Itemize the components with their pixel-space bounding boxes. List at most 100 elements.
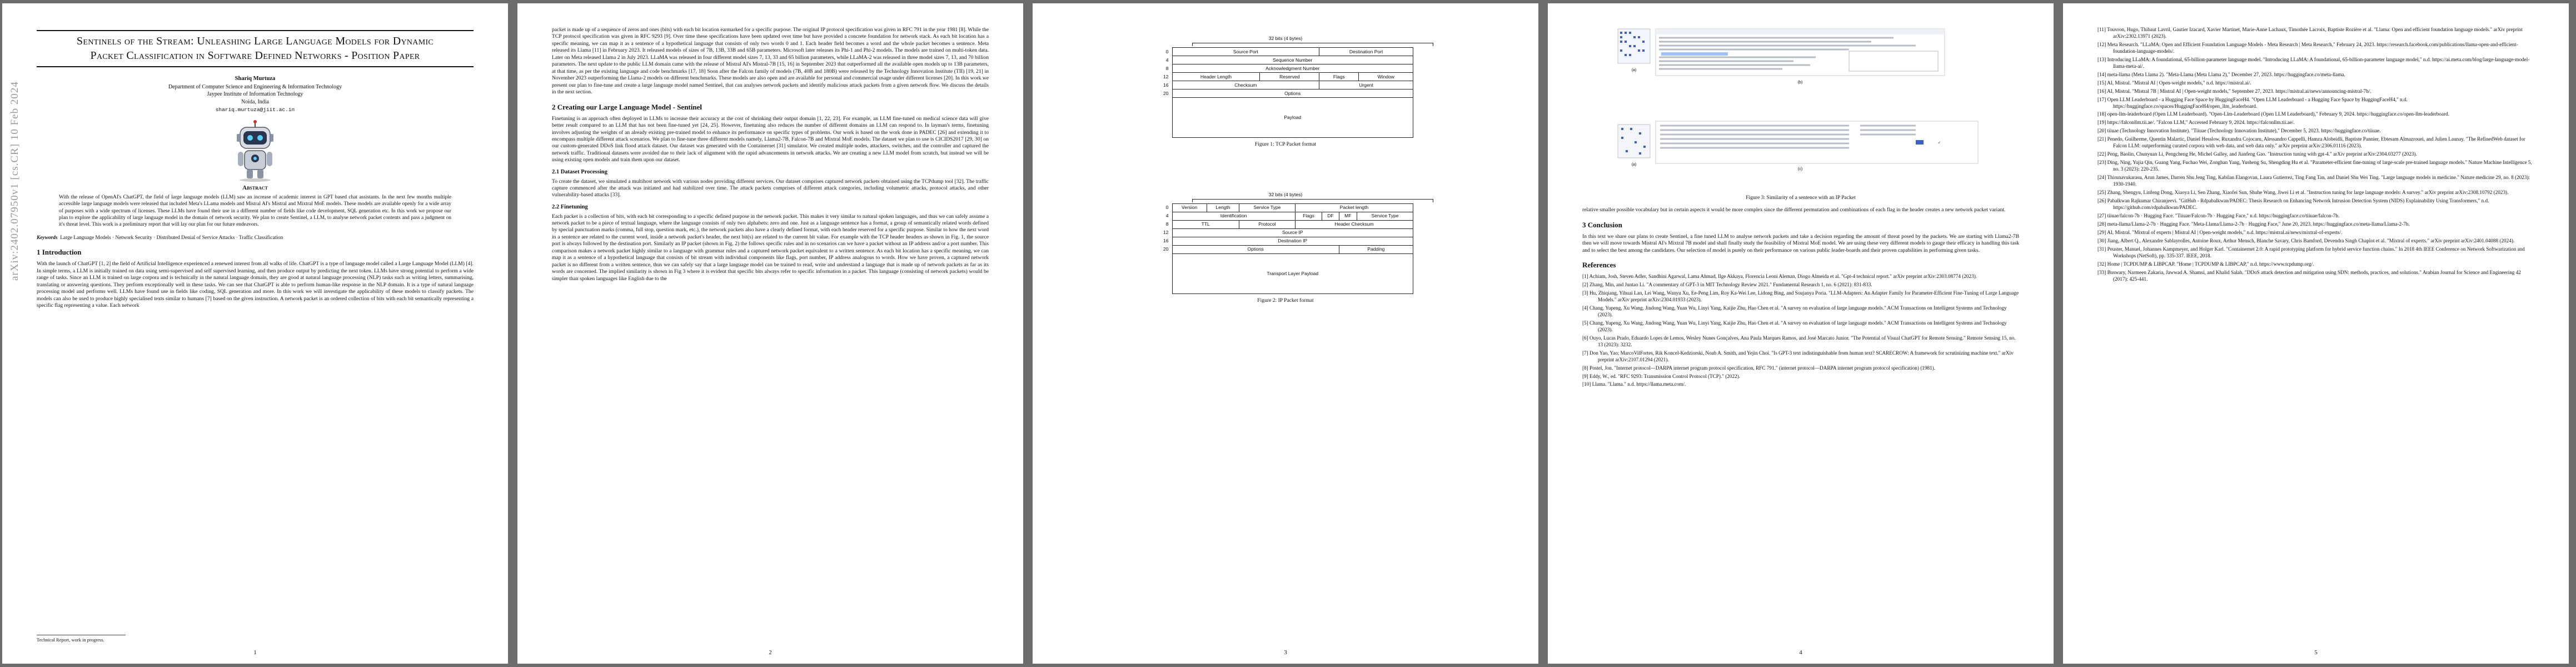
svg-text:(a): (a): [1632, 163, 1637, 167]
subsection-2-2-heading: 2.2 Finetuning: [552, 203, 588, 210]
reference-item: [17] Open LLM Leaderboard - a Hugging Fa…: [2097, 96, 2408, 109]
ip-transport-payload: Transport Layer Payload: [1172, 253, 1413, 294]
references-list-1: [1] Achiam, Josh, Steven Adler, Sandhini…: [1582, 273, 2019, 388]
figure-1-caption: Figure 1: TCP Packet format: [1254, 141, 1317, 148]
row-offset: 20: [1163, 90, 1169, 96]
references-heading: References: [1582, 261, 1616, 270]
reference-item: [25] Zhang, Shengyu, Linfeng Dong, Xiaoy…: [2097, 190, 2509, 196]
reference-item: [8] Postel, Jon. "Internet protocol—DARP…: [1582, 365, 1936, 371]
reference-item: [3] Hu, Zhiqiang, Yihuai Lan, Lei Wang, …: [1582, 290, 2019, 302]
affiliation-inst: Jaypee Institute of Information Technolo…: [207, 91, 303, 98]
reference-item: [10] Llama. "Llama." n.d. https://llama.…: [1582, 381, 1686, 387]
reference-item: [33] Buswary, Narmeen Zakaria, Jawwad A.…: [2097, 269, 2521, 282]
paper-title: Sentinels of the Stream: Unleashing Larg…: [37, 30, 474, 68]
page-1: arXiv:2402.07950v1 [cs.CR] 10 Feb 2024 S…: [2, 3, 508, 664]
reference-item: [20] tiiuae (Technology Innovation Insti…: [2097, 128, 2381, 134]
subsection-2-1-paragraph: To create the dataset, we simulated a mu…: [552, 178, 989, 198]
fig3-label-b: (b): [1798, 81, 1803, 84]
footnote-text: Technical Report, work in progress.: [37, 637, 104, 643]
keywords: Keywords Large Language Models · Network…: [37, 235, 474, 241]
row-offset: 12: [1163, 230, 1169, 236]
ip-service-type: Service Type: [1238, 203, 1296, 212]
reference-item: [14] meta-llama (Meta Llama 2). "Meta-Ll…: [2097, 71, 2345, 77]
ip-version: Version: [1172, 203, 1207, 212]
page-number-3: 3: [1284, 649, 1287, 656]
page-number-5: 5: [2314, 649, 2318, 656]
subsection-2-1-heading: 2.1 Dataset Processing: [552, 168, 607, 175]
fig3-label-a: (a): [1632, 68, 1637, 72]
tcp-header-length: Header Length: [1172, 72, 1260, 82]
reference-item: [29] AI, Mistral. "Mixtral of experts | …: [2097, 229, 2343, 235]
tcp-window: Window: [1358, 72, 1413, 82]
figure-2-caption: Figure 2: IP Packet format: [1257, 297, 1314, 303]
svg-text:↙: ↙: [1938, 141, 1941, 145]
page-5: [11] Touvron, Hugo, Thibaut Lavril, Gaut…: [2063, 3, 2569, 664]
row-offset: 4: [1165, 213, 1169, 219]
subsection-2-2-paragraph: Each packet is a collection of bits, wit…: [552, 213, 989, 282]
references-list-2: [11] Touvron, Hugo, Thibaut Lavril, Gaut…: [2097, 27, 2534, 282]
section-2-paragraph: Finetuning is an approach often deployed…: [552, 115, 989, 163]
abstract-heading: Abstract: [242, 184, 268, 191]
tcp-options: Options: [1172, 89, 1413, 98]
tcp-source-port: Source Port: [1172, 47, 1320, 57]
fig2-scale-arrow: [1192, 198, 1433, 202]
reference-item: [12] Meta Research. "LLaMA: Open and Eff…: [2097, 41, 2518, 54]
reference-item: [2] Zhang, Min, and Juntao Li. "A commen…: [1582, 282, 1872, 288]
robot-illustration: [237, 120, 273, 182]
row-offset: 0: [1165, 205, 1169, 211]
ip-ttl: TTL: [1172, 220, 1239, 229]
ip-options: Options: [1172, 245, 1339, 254]
reference-item: [31] Peuster, Manuel, Johannes Kampmeyer…: [2097, 246, 2525, 258]
reference-item: [32] Home | TCPDUMP & LIBPCAP. "Home | T…: [2097, 261, 2314, 267]
reference-item: [24] Thirunavukarasu, Arun James, Darren…: [2097, 175, 2530, 187]
keywords-text: Large Language Models · Network Security…: [60, 235, 283, 241]
abstract-text: With the release of OpenAI's ChatGPT, th…: [59, 195, 451, 228]
tcp-urgent: Urgent: [1319, 81, 1413, 90]
ip-destination: Destination IP: [1172, 236, 1413, 246]
section-2-heading: 2 Creating our Large Language Model - Se…: [552, 102, 702, 111]
reference-item: [6] Ouyo, Lucas Prado, Eduardo Lopes de …: [1582, 335, 2016, 347]
ip-fragment: Service Type: [1356, 211, 1414, 221]
page-4-top-paragraph: relative smaller possible vocabulary but…: [1582, 207, 2006, 213]
reference-item: [9] Eddy, W., ed. "RFC 9293: Transmissio…: [1582, 373, 1741, 379]
page-2-top-paragraph: packet is made up of a sequence of zeros…: [552, 27, 989, 96]
arxiv-stamp[interactable]: arXiv:2402.07950v1 [cs.CR] 10 Feb 2024: [9, 81, 21, 281]
conclusion-paragraph: In this text we share our plans to creat…: [1582, 233, 2019, 253]
affiliation-city: Noida, India: [241, 99, 269, 106]
tcp-ack-number: Acknowledgment Number: [1172, 64, 1413, 73]
ip-length: Length: [1206, 203, 1239, 212]
page-2: packet is made up of a sequence of zeros…: [517, 3, 1023, 664]
reference-item: [28] meta-llama/Llama-2-7b · Hugging Fac…: [2097, 221, 2410, 227]
author-email[interactable]: shariq.murtuza@jiit.ac.in: [215, 107, 295, 113]
reference-item: [16] AI, Mistral. "Mistral 7B | Mistral …: [2097, 88, 2371, 94]
figure-3-caption: Figure 3: Similarity of a sentence with …: [1746, 195, 1856, 201]
fig1-scale-arrow: [1192, 43, 1433, 47]
reference-item: [1] Achiam, Josh, Steven Adler, Sandhini…: [1582, 273, 1977, 280]
reference-item: [19] https://falconllm.tii.ae/. "Falcon …: [2097, 120, 2295, 126]
page-1-column: Sentinels of the Stream: Unleashing Larg…: [37, 27, 474, 312]
section-3-heading: 3 Conclusion: [1582, 220, 1622, 229]
row-offset: 8: [1165, 65, 1169, 71]
intro-paragraph: With the launch of ChatGPT [1, 2] the fi…: [37, 261, 474, 309]
author-block: Shariq Murtuza Department of Computer Sc…: [37, 75, 474, 114]
row-offset: 16: [1163, 82, 1169, 88]
reference-item: [23] Ding, Ning, Yujia Qin, Guang Yang, …: [2097, 160, 2532, 172]
tcp-sequence-number: Sequence Number: [1172, 56, 1413, 65]
row-offset: 16: [1163, 238, 1169, 244]
tcp-reserved: Reserved: [1259, 72, 1320, 82]
ip-identification: Identification: [1172, 211, 1296, 221]
row-offset: 20: [1163, 246, 1169, 252]
reference-item: [7] Don Yao, Yao; MarcoVilFortes, Rik Ko…: [1582, 350, 2014, 362]
row-offset: 12: [1163, 73, 1169, 79]
author-name: Shariq Murtuza: [235, 76, 276, 82]
page-number-1: 1: [253, 649, 257, 656]
ip-df: DF: [1322, 211, 1339, 221]
section-1-heading: 1 Introduction: [37, 248, 82, 257]
row-offset: 4: [1165, 57, 1169, 63]
ip-packet-length: Packet length: [1294, 203, 1414, 212]
reference-item: [30] Jiang, Albert Q., Alexandre Sablayr…: [2097, 237, 2515, 243]
footnote: Technical Report, work in progress.: [37, 635, 126, 643]
